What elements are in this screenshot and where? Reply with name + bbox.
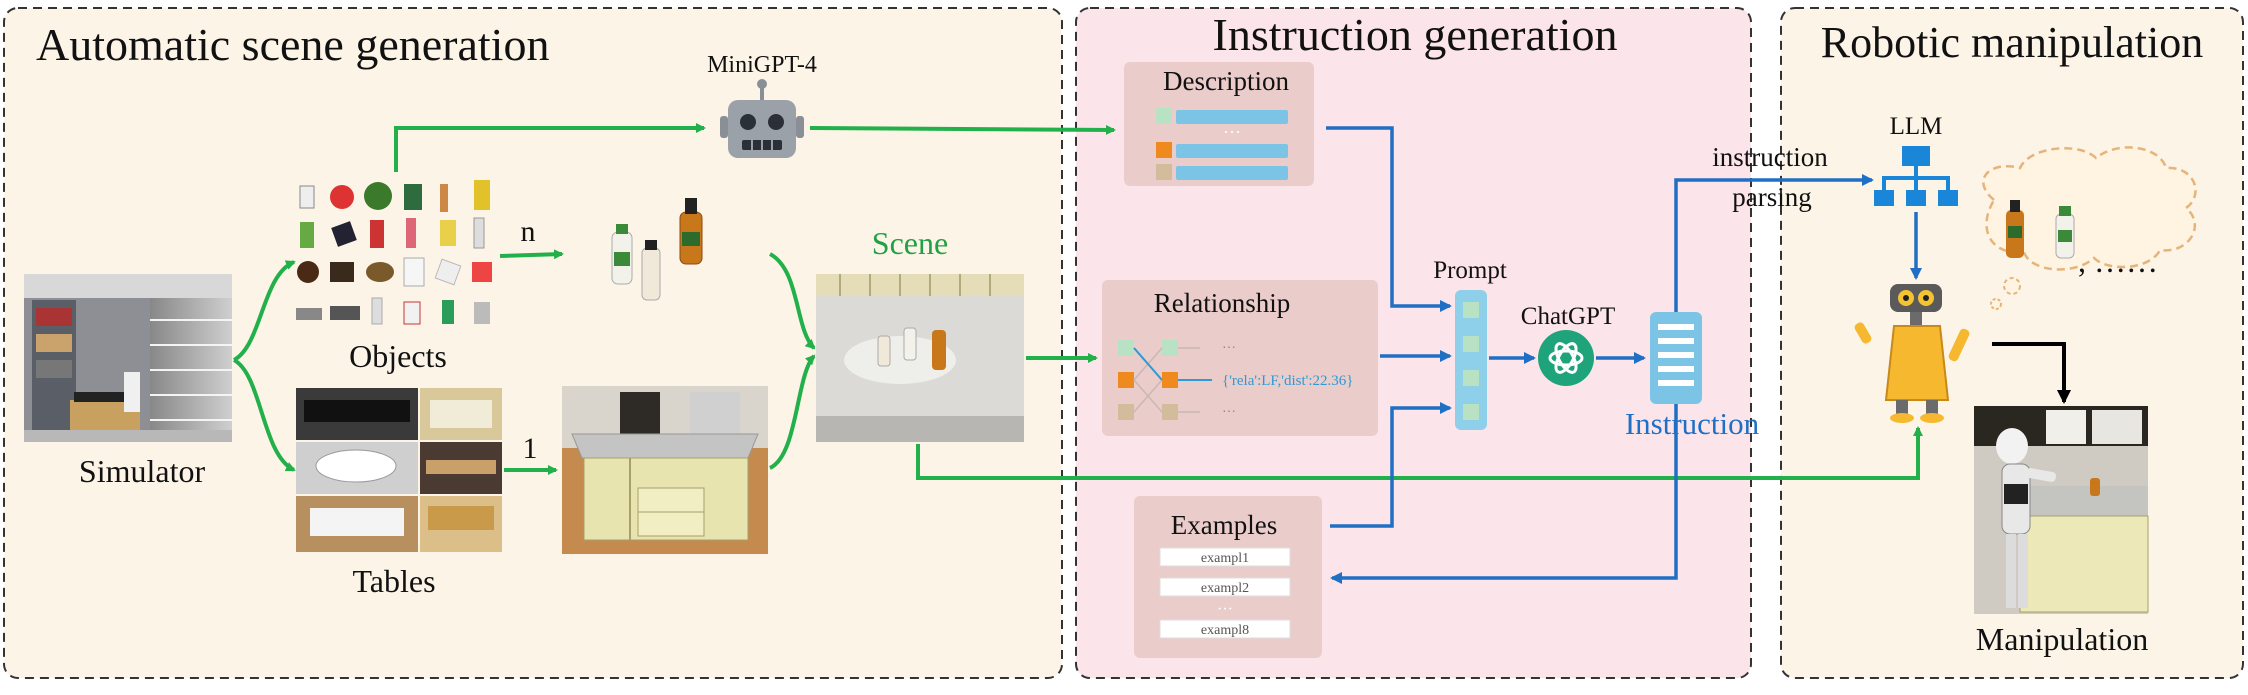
selected-table-image — [562, 386, 768, 554]
example-item-1: exampl1 — [1201, 551, 1249, 566]
scene-image — [816, 274, 1024, 442]
example-item-3: exampl8 — [1201, 623, 1249, 638]
relationship-block: Relationship ··· {'rela':LF,'dist':22.36… — [1102, 280, 1378, 436]
examples-label: Examples — [1171, 510, 1277, 540]
one-label: 1 — [523, 432, 538, 465]
instruction-parsing-label-2: parsing — [1732, 182, 1811, 212]
cartoon-robot-icon — [1854, 284, 1970, 423]
bottles-to-scene-arrow — [768, 252, 816, 350]
relation-dots-1: ··· — [1222, 341, 1236, 356]
robot-to-manipulation-arrow — [1992, 342, 2071, 404]
selected-objects — [611, 198, 703, 301]
n-label: n — [521, 215, 536, 248]
examples-dots: ··· — [1217, 601, 1233, 618]
minigpt-to-description-arrow — [809, 124, 1116, 135]
chatgpt-icon — [1538, 330, 1594, 386]
relation-dots-2: ··· — [1222, 405, 1236, 420]
llm-label: LLM — [1890, 113, 1943, 140]
objects-label: Objects — [349, 338, 447, 374]
example-item-2: exampl2 — [1201, 581, 1249, 596]
objects-to-minigpt-arrow — [394, 123, 706, 172]
simulator-image — [24, 274, 232, 442]
scene-generation-title: Automatic scene generation — [36, 19, 549, 70]
description-to-prompt-arrow — [1326, 126, 1452, 312]
tables-label: Tables — [352, 563, 435, 599]
table-to-scene-arrow — [768, 354, 816, 470]
llm-network-icon — [1874, 146, 1958, 206]
tables-grid — [296, 388, 502, 552]
description-block: Description ··· — [1124, 62, 1314, 186]
scene-label: Scene — [872, 225, 948, 261]
manipulation-label: Manipulation — [1976, 621, 2148, 657]
instruction-generation-title: Instruction generation — [1213, 9, 1618, 60]
chatgpt-label: ChatGPT — [1521, 303, 1615, 330]
instruction-label: Instruction — [1625, 406, 1760, 441]
relationship-label: Relationship — [1154, 288, 1291, 318]
instruction-to-examples-arrow — [1330, 404, 1678, 584]
description-dots: ··· — [1223, 122, 1241, 142]
simulator-label: Simulator — [79, 453, 206, 489]
sim-to-tables-arrow — [232, 358, 296, 472]
objects-to-bottles-arrow — [499, 249, 564, 260]
minigpt-label: MiniGPT-4 — [707, 52, 817, 78]
scene-to-robot-arrow — [916, 426, 1923, 480]
instruction-parsing-label-1: instruction — [1712, 142, 1828, 172]
minigpt-robot-icon — [720, 79, 804, 158]
thought-ellipsis: , …… — [2078, 243, 2158, 279]
prompt-label: Prompt — [1433, 257, 1507, 284]
relation-example-text: {'rela':LF,'dist':22.36} — [1222, 373, 1354, 389]
prompt-block — [1455, 290, 1487, 430]
instruction-list-icon — [1650, 312, 1702, 404]
thought-cloud — [1982, 146, 2197, 310]
objects-grid — [296, 180, 492, 325]
instruction-parsing-arrow — [1674, 174, 1874, 312]
robotic-manipulation-title: Robotic manipulation — [1821, 18, 2204, 67]
examples-to-prompt-arrow — [1330, 402, 1452, 528]
manipulation-image — [1974, 406, 2149, 614]
sim-to-objects-arrow — [232, 260, 296, 362]
examples-block: Examples exampl1 exampl2 ··· exampl8 — [1134, 496, 1322, 658]
description-label: Description — [1163, 66, 1289, 96]
scene-generation-panel — [3, 7, 1063, 679]
